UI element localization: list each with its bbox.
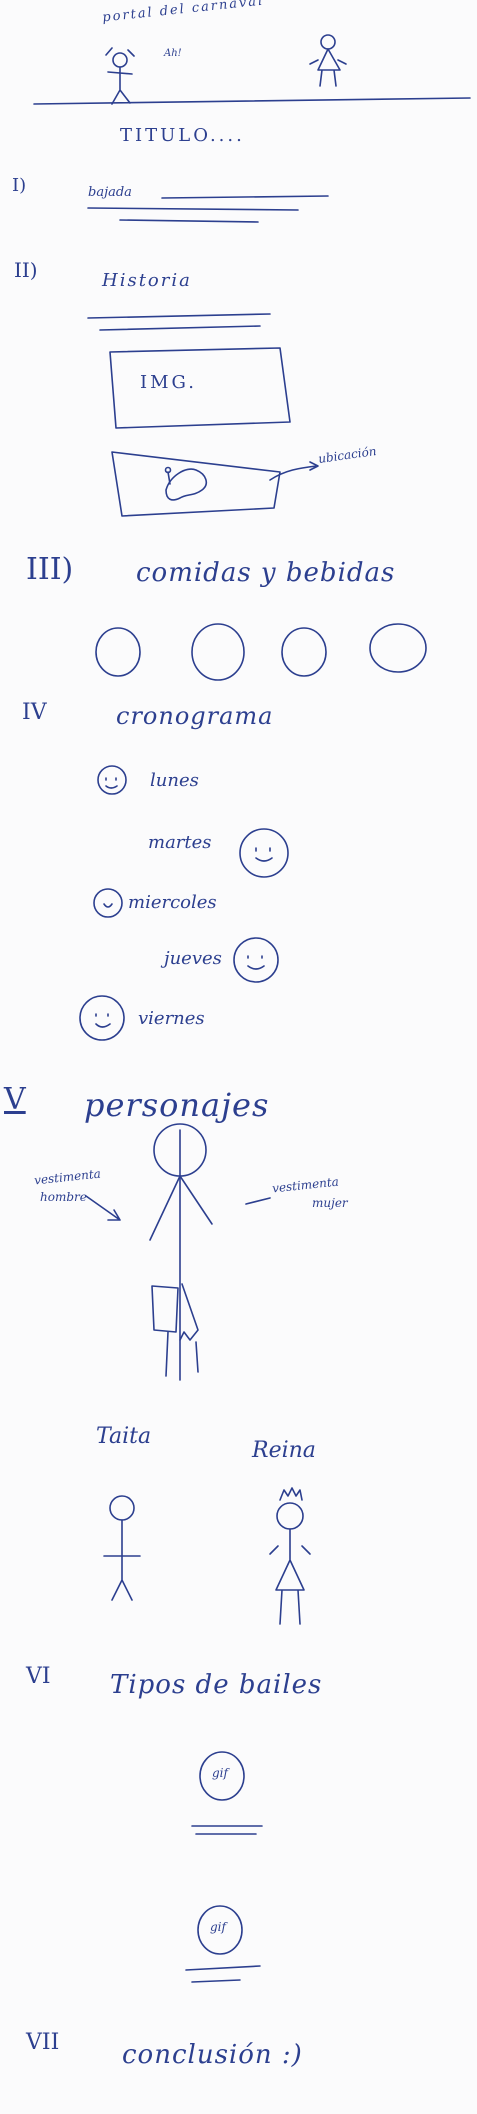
day-miercoles: miercoles [128, 892, 217, 913]
vestimenta-mujer-line-2: mujer [312, 1196, 348, 1210]
bajada-line [161, 195, 329, 199]
day-jueves: jueves [164, 948, 222, 969]
section-4-numeral: IV [22, 700, 47, 725]
martes-smiley-icon [239, 828, 289, 878]
food-item-circle-3 [281, 627, 327, 677]
section-6-numeral: VI [26, 1664, 51, 1689]
food-item-circle-1 [95, 627, 141, 677]
section-5-numeral: V [4, 1082, 26, 1117]
section-1-numeral: I) [12, 175, 27, 196]
lunes-smiley-icon [97, 765, 127, 795]
historia-label: Historia [102, 270, 192, 291]
gif-2-circle [197, 1905, 243, 1955]
jueves-smiley-icon [233, 937, 279, 983]
map-placeholder [111, 451, 319, 517]
cronograma-label: cronograma [116, 702, 274, 730]
carnival-figure-left-icon [105, 47, 135, 105]
bajada-label: bajada [88, 185, 132, 200]
gif-2-label[interactable]: gif [210, 1920, 226, 1934]
header-divider [33, 97, 471, 105]
reina-figure-icon [269, 1487, 311, 1625]
header-exclamation: Ah! [164, 48, 182, 59]
food-item-circle-2 [191, 623, 245, 681]
bajada-underline-2 [119, 219, 259, 223]
page-title-placeholder: TITULO.... [120, 125, 245, 146]
schedule-day-circles [79, 765, 289, 1041]
day-martes: martes [148, 832, 212, 853]
taita-label: Taita [96, 1424, 152, 1449]
section-3-numeral: III) [26, 552, 74, 587]
image-placeholder-label: IMG. [140, 372, 197, 393]
section-7-numeral: VII [26, 2030, 60, 2055]
main-stick-figure-icon [85, 1123, 271, 1381]
miercoles-smiley-icon [93, 888, 123, 918]
day-viernes: viernes [138, 1008, 205, 1029]
ubicacion-arrow [269, 461, 319, 481]
food-drink-circles [95, 623, 427, 681]
conclusion-label: conclusión :) [122, 2040, 303, 2070]
personajes-label: personajes [84, 1086, 270, 1124]
carnival-figure-right-icon [309, 34, 347, 87]
food-item-circle-4 [369, 623, 427, 673]
dance-gif-icons [185, 1751, 263, 1983]
reina-label: Reina [252, 1438, 316, 1463]
bajada-underline-1 [87, 207, 299, 211]
comidas-bebidas-label: comidas y bebidas [136, 558, 396, 588]
taita-figure-icon [103, 1495, 141, 1601]
gif-1-circle [199, 1751, 245, 1801]
map-pin-icon [165, 468, 208, 501]
historia-line-2 [99, 325, 261, 331]
historia-line-1 [87, 313, 271, 319]
image-placeholder-box [109, 347, 291, 429]
vestimenta-hombre-line-2: hombre [40, 1190, 87, 1204]
female-clothing-icon [179, 1283, 199, 1341]
male-clothing-icon [151, 1285, 179, 1333]
section-2-numeral: II) [14, 258, 38, 282]
gif-1-label[interactable]: gif [212, 1766, 228, 1780]
tipos-bailes-label: Tipos de bailes [110, 1670, 323, 1700]
day-lunes: lunes [150, 770, 199, 791]
viernes-smiley-icon [79, 995, 125, 1041]
